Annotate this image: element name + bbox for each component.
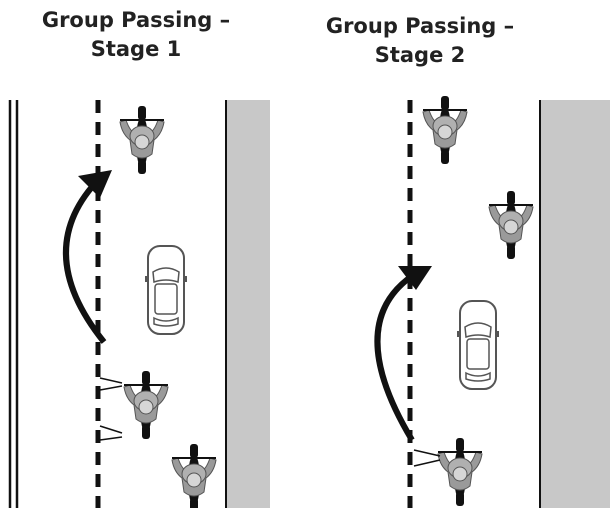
stage-1-trailing-motorcycle bbox=[171, 443, 217, 508]
stage-1-arrow-head bbox=[78, 170, 112, 198]
stage-1-lead-motorcycle bbox=[119, 105, 165, 175]
stage-2-title-line-1: Group Passing – bbox=[325, 14, 515, 38]
stage-1-car bbox=[144, 245, 188, 335]
stage-1-passing-motorcycle bbox=[123, 370, 169, 440]
stage-2-road bbox=[407, 100, 610, 508]
stage-2-signal-marks bbox=[413, 449, 441, 467]
stage-2-passing-motorcycle bbox=[488, 190, 534, 260]
stage-1-title-line-1: Group Passing – bbox=[41, 8, 231, 32]
stage-2-car bbox=[456, 300, 500, 390]
stage-1-shoulder bbox=[226, 100, 270, 508]
stage-1-passing-arrow bbox=[63, 175, 107, 344]
stage-1-title: Group Passing – Stage 1 bbox=[0, 6, 272, 64]
stage-2-lead-motorcycle bbox=[422, 95, 468, 165]
stage-1-signal-marks bbox=[99, 377, 123, 441]
stage-2-title: Group Passing – Stage 2 bbox=[300, 12, 540, 70]
stage-2-shoulder bbox=[540, 100, 610, 508]
stage-2-title-line-2: Stage 2 bbox=[374, 43, 466, 67]
stage-2-arrow-head bbox=[398, 266, 432, 290]
stage-1-road bbox=[8, 100, 270, 508]
stage-2-trailing-motorcycle bbox=[437, 437, 483, 507]
stage-1-title-line-2: Stage 1 bbox=[90, 37, 182, 61]
stage-2-passing-arrow bbox=[374, 269, 420, 442]
